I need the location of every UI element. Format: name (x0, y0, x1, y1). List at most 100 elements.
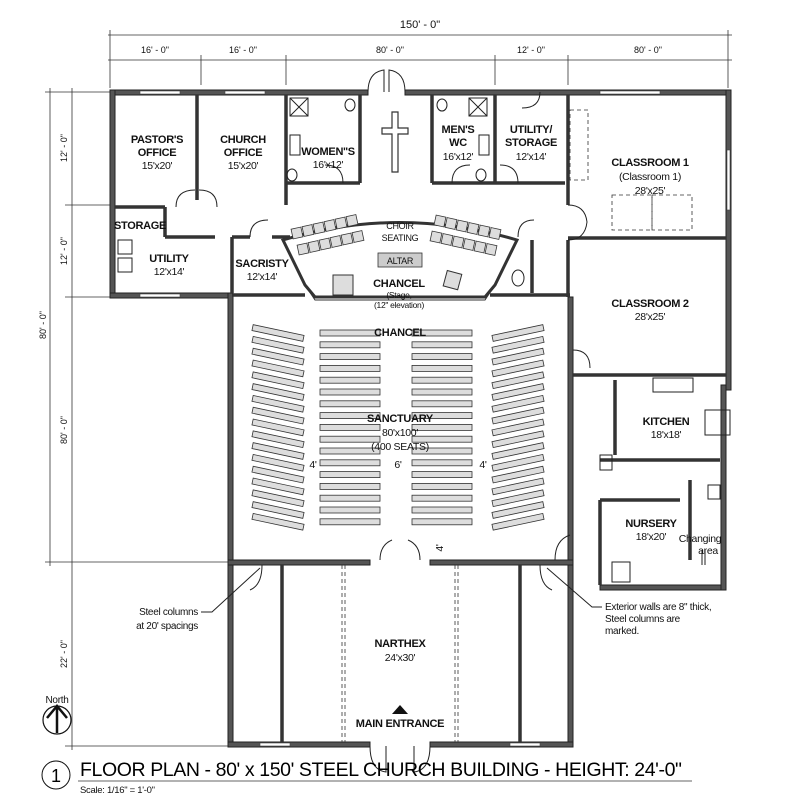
room-name: OFFICE (138, 147, 177, 159)
segment-dimension: 16' - 0" (141, 45, 169, 55)
pew (411, 329, 473, 337)
altar (377, 252, 423, 268)
room-name: WC (449, 137, 467, 149)
title-block: 1 FLOOR PLAN - 80' x 150' STEEL CHURCH B… (41, 759, 692, 796)
choir-seat (351, 230, 365, 243)
entrance-triangle-icon (392, 705, 408, 714)
pew (319, 423, 381, 431)
pew (319, 388, 381, 396)
pew (251, 324, 305, 342)
pew (411, 412, 473, 420)
altar-label: ALTAR (387, 256, 414, 266)
room-womens: WOMEN''S 16'x12' (301, 146, 355, 171)
pew (491, 324, 545, 342)
choir-seats (290, 214, 502, 256)
annotation-text: at 20' spacings (136, 621, 198, 632)
segment-dimension: 12' - 0" (517, 45, 545, 55)
pew (251, 383, 305, 401)
pew (251, 406, 305, 425)
pew (251, 501, 305, 519)
room-name: PASTOR'S (131, 134, 183, 146)
pulpit (442, 269, 463, 291)
room-mens-wc: MEN'S WC 16'x12' (442, 124, 475, 163)
pew (319, 364, 381, 372)
room-size: 80'x100' (382, 427, 418, 439)
segment-dimension: 12' - 0" (59, 237, 69, 265)
pew (319, 447, 381, 455)
room-size: 12'x14' (516, 151, 547, 163)
choir-seat (444, 217, 458, 230)
pew (251, 477, 305, 496)
choir-seat (473, 240, 487, 254)
pews (251, 324, 545, 531)
pew (319, 506, 381, 514)
pew (491, 335, 545, 354)
room-name: CHANCEL (373, 278, 425, 290)
doors[interactable] (175, 69, 591, 773)
lectern (332, 274, 354, 296)
pew (491, 394, 545, 413)
pew (411, 471, 473, 479)
segment-dimension: 22' - 0" (59, 640, 69, 668)
pew (251, 430, 305, 449)
room-church-office: CHURCH OFFICE 15'x20' (220, 134, 267, 172)
aisle-width: 4' (434, 544, 446, 552)
choir-seat (488, 227, 502, 240)
room-name: WOMEN''S (301, 146, 355, 158)
pew (251, 465, 305, 484)
interior-walls (115, 95, 726, 742)
choir-seat (329, 235, 343, 248)
room-note: (400 SEATS) (371, 441, 429, 453)
pew (411, 494, 473, 502)
pew (319, 412, 381, 420)
pew (319, 400, 381, 408)
pew (319, 482, 381, 490)
aisle-width: 6' (394, 459, 402, 471)
room-name: SACRISTY (235, 258, 289, 270)
pew (491, 489, 545, 508)
aisle-width: 4' (479, 459, 487, 471)
room-name: CHOIR (386, 221, 414, 231)
room-note: (12" elevation) (374, 300, 424, 310)
choir-seat (433, 214, 447, 228)
room-name: SANCTUARY (367, 413, 434, 425)
choir-seat (290, 226, 304, 240)
north-arrow: North (42, 695, 72, 735)
overall-depth-dimension: 80' - 0" (38, 311, 48, 339)
room-name: UTILITY/ (510, 124, 552, 136)
room-pastors-office: PASTOR'S OFFICE 15'x20' (131, 134, 184, 172)
pew (491, 430, 545, 449)
pew (491, 383, 545, 401)
segment-dimension: 16' - 0" (229, 45, 257, 55)
room-name: NURSERY (625, 518, 677, 530)
room-note: (Classroom 1) (619, 171, 681, 183)
pew (319, 471, 381, 479)
pew (319, 518, 381, 526)
pew (251, 347, 305, 366)
room-name: area (698, 545, 718, 557)
pew (491, 442, 545, 460)
choir-seat (345, 214, 359, 227)
main-entrance: MAIN ENTRANCE (356, 705, 444, 730)
room-size: 12'x14' (154, 266, 185, 278)
choir-seat (440, 233, 454, 246)
room-name: CLASSROOM 1 (611, 157, 689, 169)
room-size: 18'x20' (636, 531, 667, 543)
choir-seat (462, 238, 476, 251)
choir-seat (429, 230, 443, 244)
choir-seat (318, 237, 332, 251)
annotation-text: Steel columns are (605, 614, 681, 625)
room-size: 16'x12' (443, 151, 474, 163)
room-classroom-2: CLASSROOM 2 28'x25' (611, 298, 689, 323)
room-chancel-stage: CHANCEL (Stage, (12" elevation) (373, 278, 426, 310)
pew (319, 376, 381, 384)
pew (491, 371, 545, 390)
room-note: (Stage, (386, 290, 411, 300)
annotation-text: marked. (605, 626, 639, 637)
pew (411, 506, 473, 514)
dimension-lines: 150' - 0" 16' - 0" 16' - 0" 80' - 0" 12'… (38, 19, 732, 750)
room-name: OFFICE (224, 147, 263, 159)
overall-width-dimension: 150' - 0" (400, 19, 440, 31)
choir-seating-label: CHOIR SEATING (382, 221, 419, 243)
